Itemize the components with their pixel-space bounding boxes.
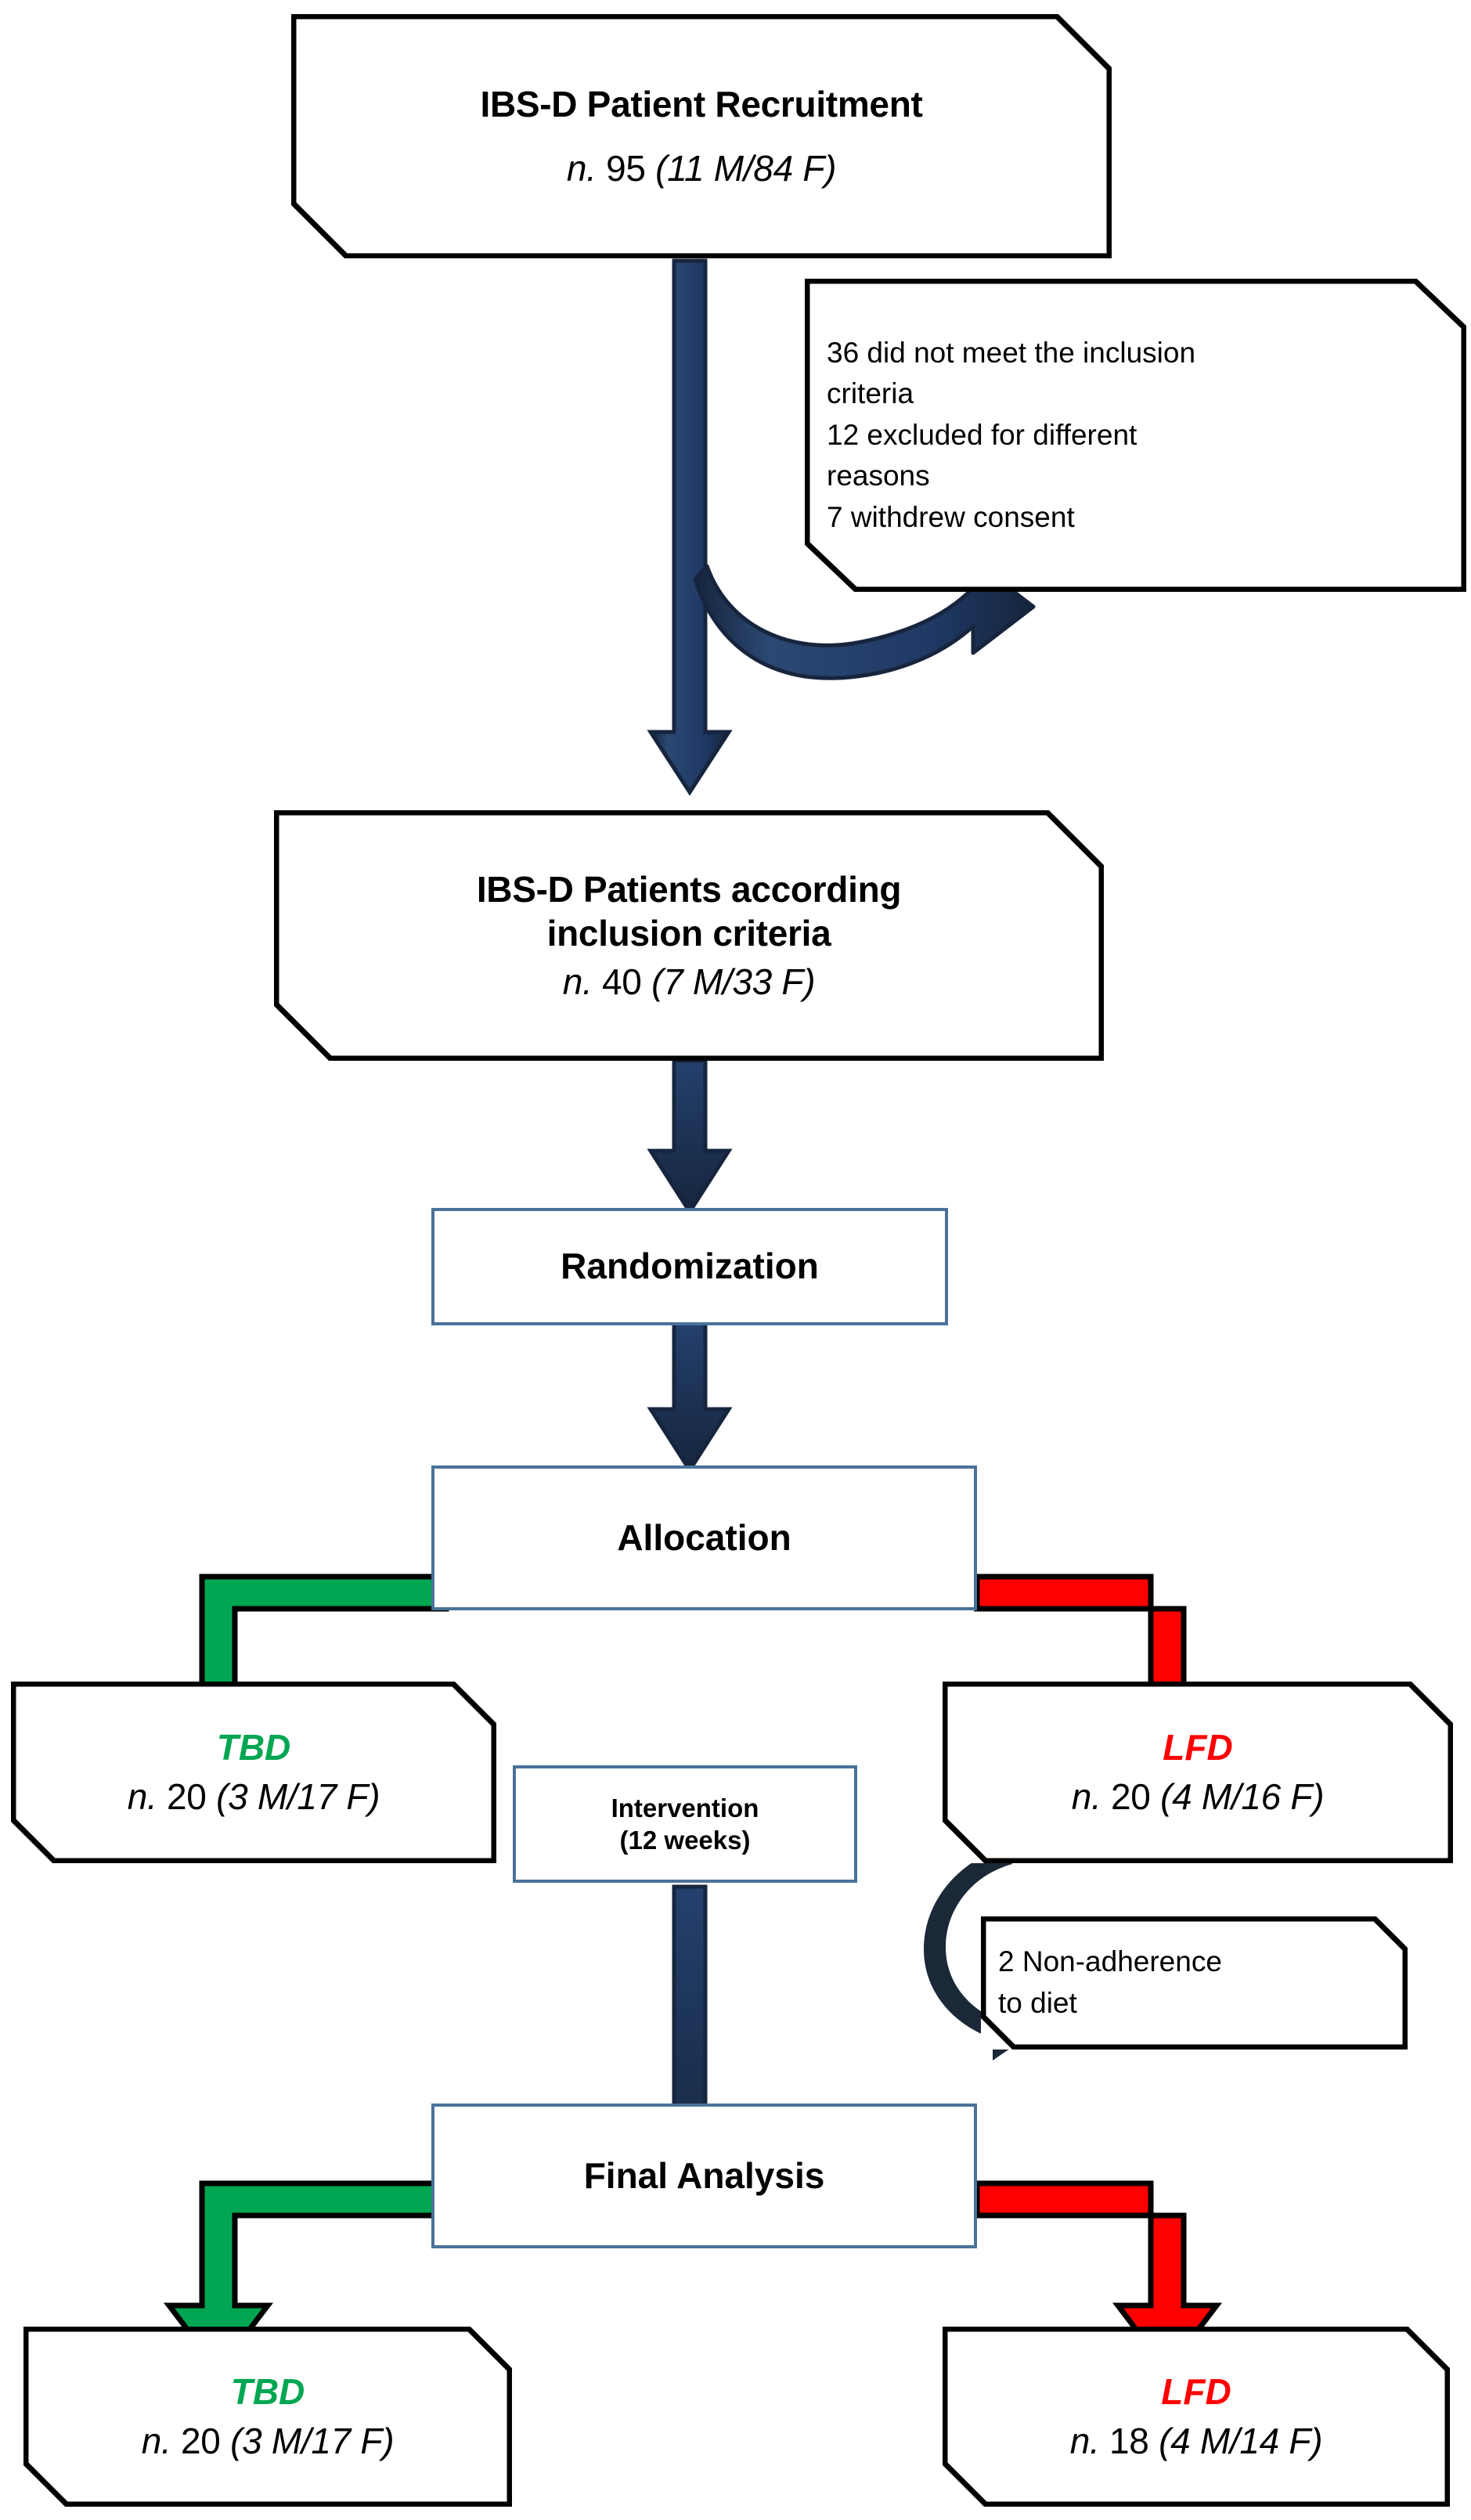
box-nonadherence-content: 2 Non-adherence to diet	[981, 1941, 1408, 2024]
lfd-allocation-count: 20	[1111, 1776, 1151, 1817]
box-exclusions: 36 did not meet the inclusion criteria 1…	[805, 279, 1466, 592]
recruitment-n-prefix: n.	[566, 148, 597, 189]
box-lfd-allocation-content: LFD n. 20 (4 M/16 F)	[943, 1726, 1453, 1818]
allocation-label: Allocation	[617, 1516, 791, 1558]
eligible-n-prefix: n.	[562, 961, 593, 1003]
tbd-allocation-breakdown: (3 M/17 F)	[216, 1776, 380, 1817]
box-final-analysis: Final Analysis	[431, 2104, 977, 2248]
box-lfd-final-content: LFD n. 18 (4 M/14 F)	[943, 2370, 1450, 2462]
box-tbd-final: TBD n. 20 (3 M/17 F)	[23, 2327, 512, 2507]
box-tbd-allocation: TBD n. 20 (3 M/17 F)	[11, 1682, 496, 1863]
lfd-final-count-line: n. 18 (4 M/14 F)	[954, 2419, 1439, 2463]
tbd-final-n-prefix: n.	[141, 2420, 171, 2461]
arrow-recruitment-to-eligible	[647, 258, 733, 796]
box-eligible-content: IBS-D Patients according inclusion crite…	[274, 867, 1104, 1004]
box-recruitment: IBS-D Patient Recruitment n. 95 (11 M/84…	[291, 14, 1112, 258]
exclusion-line-4: reasons	[827, 460, 930, 492]
tbd-allocation-diet-label: TBD	[216, 1727, 291, 1768]
exclusion-line-5: 7 withdrew consent	[827, 500, 1075, 533]
eligible-heading-line-2: inclusion criteria	[546, 912, 831, 954]
box-recruitment-content: IBS-D Patient Recruitment n. 95 (11 M/84…	[291, 82, 1112, 190]
final-analysis-label: Final Analysis	[583, 2154, 825, 2196]
exclusion-line-3: 12 excluded for different	[827, 418, 1138, 451]
nonadherence-line-2: to diet	[998, 1987, 1077, 2019]
nonadherence-line-1: 2 Non-adherence	[998, 1945, 1222, 1978]
lfd-allocation-count-line: n. 20 (4 M/16 F)	[954, 1775, 1442, 1819]
randomization-label: Randomization	[561, 1246, 819, 1287]
recruitment-breakdown: (11 M/84 F)	[655, 148, 837, 189]
lfd-allocation-breakdown: (4 M/16 F)	[1160, 1776, 1325, 1817]
tbd-final-count: 20	[181, 2420, 221, 2461]
eligible-heading-line-1: IBS-D Patients according	[476, 868, 902, 910]
tbd-final-breakdown: (3 M/17 F)	[230, 2420, 395, 2461]
tbd-final-diet-label: TBD	[230, 2371, 305, 2413]
box-allocation: Allocation	[431, 1465, 977, 1610]
lfd-allocation-diet-label: LFD	[1163, 1727, 1233, 1768]
eligible-count: 40	[602, 961, 642, 1003]
lfd-final-n-prefix: n.	[1069, 2420, 1100, 2461]
exclusion-line-2: criteria	[827, 377, 914, 410]
box-exclusions-content: 36 did not meet the inclusion criteria 1…	[805, 333, 1466, 539]
recruitment-count: 95	[606, 148, 646, 189]
box-intervention: Intervention (12 weeks)	[513, 1765, 857, 1883]
arrow-randomization-to-allocation	[647, 1321, 733, 1474]
lfd-final-count: 18	[1109, 2420, 1149, 2461]
intervention-line-1: Intervention	[611, 1793, 759, 1822]
lfd-allocation-n-prefix: n.	[1071, 1776, 1101, 1817]
arrow-eligible-to-randomization	[647, 1058, 733, 1216]
box-tbd-allocation-content: TBD n. 20 (3 M/17 F)	[11, 1726, 496, 1818]
tbd-allocation-count-line: n. 20 (3 M/17 F)	[22, 1775, 485, 1819]
tbd-allocation-count: 20	[167, 1776, 207, 1817]
lfd-final-breakdown: (4 M/14 F)	[1159, 2420, 1323, 2461]
box-lfd-allocation: LFD n. 20 (4 M/16 F)	[943, 1682, 1453, 1863]
intervention-line-2: (12 weeks)	[619, 1826, 751, 1855]
box-lfd-final: LFD n. 18 (4 M/14 F)	[943, 2327, 1450, 2507]
recruitment-count-line: n. 95 (11 M/84 F)	[302, 146, 1101, 190]
box-eligible-patients: IBS-D Patients according inclusion crite…	[274, 810, 1104, 1061]
eligible-count-line: n. 40 (7 M/33 F)	[285, 960, 1093, 1004]
lfd-final-diet-label: LFD	[1161, 2371, 1231, 2413]
recruitment-heading: IBS-D Patient Recruitment	[480, 83, 923, 124]
box-randomization: Randomization	[431, 1208, 948, 1325]
box-nonadherence: 2 Non-adherence to diet	[981, 1916, 1408, 2050]
box-tbd-final-content: TBD n. 20 (3 M/17 F)	[23, 2370, 512, 2462]
eligible-breakdown: (7 M/33 F)	[651, 961, 816, 1003]
tbd-final-count-line: n. 20 (3 M/17 F)	[34, 2419, 501, 2463]
exclusion-line-1: 36 did not meet the inclusion	[827, 336, 1196, 369]
tbd-allocation-n-prefix: n.	[127, 1776, 157, 1817]
